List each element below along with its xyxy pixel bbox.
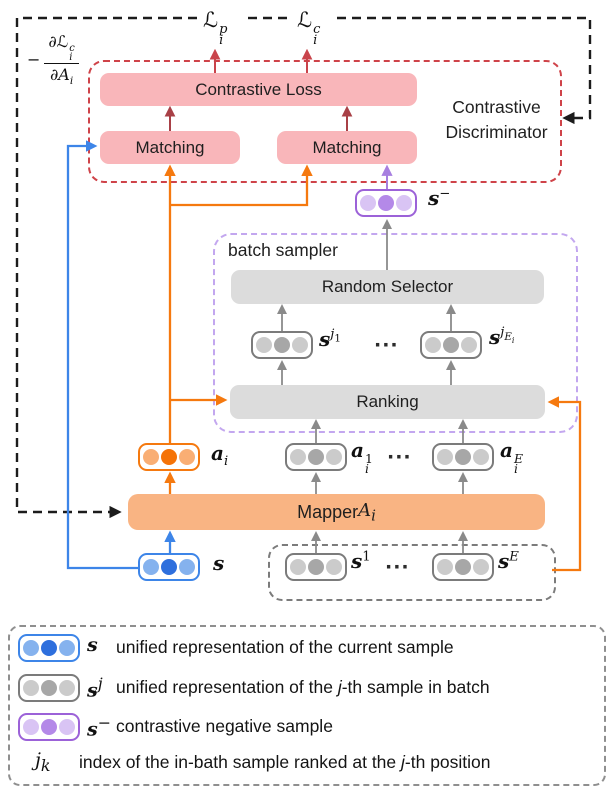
s-j1-label: sj1 bbox=[319, 327, 341, 351]
a-i-label: ai bbox=[211, 441, 229, 469]
dot bbox=[274, 337, 290, 353]
legend-symbol: s− bbox=[87, 713, 111, 741]
dot bbox=[473, 559, 489, 575]
dot bbox=[292, 337, 308, 353]
dot bbox=[41, 640, 57, 656]
token-s-E bbox=[432, 553, 494, 581]
legend-text: contrastive negative sample bbox=[116, 716, 333, 736]
dot bbox=[437, 449, 453, 465]
dot bbox=[59, 640, 75, 656]
token-s-negative bbox=[355, 189, 417, 217]
ranking-box: Ranking bbox=[230, 385, 545, 419]
dot bbox=[59, 719, 75, 735]
legend-box: s unified representation of the current … bbox=[8, 625, 606, 786]
legend-symbol: s bbox=[87, 634, 98, 656]
dot bbox=[443, 337, 459, 353]
token-s-j1 bbox=[251, 331, 313, 359]
dot bbox=[59, 680, 75, 696]
dot bbox=[455, 449, 471, 465]
dot bbox=[161, 449, 177, 465]
legend-token-purple bbox=[18, 713, 80, 741]
dot bbox=[23, 640, 39, 656]
random-selector-box: Random Selector bbox=[231, 270, 544, 304]
token-a-i bbox=[138, 443, 200, 471]
dot bbox=[143, 449, 159, 465]
dot bbox=[23, 719, 39, 735]
legend-text: unified representation of the current sa… bbox=[116, 637, 454, 657]
s-label: s bbox=[213, 551, 225, 575]
discriminator-label-line1: Contrastive bbox=[452, 97, 541, 117]
dot bbox=[161, 559, 177, 575]
dot bbox=[455, 559, 471, 575]
legend-symbol: jk bbox=[35, 749, 51, 775]
dot bbox=[326, 449, 342, 465]
legend-row-s: s unified representation of the current … bbox=[10, 633, 604, 665]
dot bbox=[41, 680, 57, 696]
dot bbox=[290, 559, 306, 575]
legend-token-blue bbox=[18, 634, 80, 662]
batch-sampler-box bbox=[213, 233, 578, 433]
batch-sampler-title: batch sampler bbox=[228, 240, 338, 260]
legend-text: unified representation of the j-th sampl… bbox=[116, 677, 490, 697]
token-s bbox=[138, 553, 200, 581]
matching-box-right: Matching bbox=[277, 131, 417, 164]
token-s-jEi bbox=[420, 331, 482, 359]
mapper-box: Mapper Ai bbox=[128, 494, 545, 530]
token-s-1 bbox=[285, 553, 347, 581]
dot bbox=[179, 449, 195, 465]
dot bbox=[425, 337, 441, 353]
legend-text: index of the in-bath sample ranked at th… bbox=[79, 752, 491, 772]
ellipsis: ··· bbox=[387, 446, 412, 468]
dot bbox=[290, 449, 306, 465]
batch-inputs-box bbox=[268, 544, 556, 601]
s-E-label: sE bbox=[498, 549, 519, 573]
legend-row-s-negative: s− contrastive negative sample bbox=[10, 712, 604, 744]
legend-row-jk: jk index of the in-bath sample ranked at… bbox=[10, 748, 604, 780]
s-negative-label: s− bbox=[428, 186, 451, 210]
legend-row-sj: sj unified representation of the j-th sa… bbox=[10, 673, 604, 705]
s-1-label: s1 bbox=[351, 549, 371, 573]
dot bbox=[378, 195, 394, 211]
dot bbox=[326, 559, 342, 575]
dot bbox=[473, 449, 489, 465]
matching-box-left: Matching bbox=[100, 131, 240, 164]
dot bbox=[23, 680, 39, 696]
contrastive-loss-box: Contrastive Loss bbox=[100, 73, 417, 106]
s-jEi-label: sjEi bbox=[489, 325, 515, 349]
contrastive-discriminator-label: Contrastive Discriminator bbox=[424, 95, 569, 145]
dot bbox=[461, 337, 477, 353]
ellipsis: ··· bbox=[374, 334, 399, 356]
discriminator-label-line2: Discriminator bbox=[445, 122, 548, 142]
dot bbox=[396, 195, 412, 211]
dot bbox=[143, 559, 159, 575]
legend-symbol: sj bbox=[87, 674, 103, 702]
dot bbox=[41, 719, 57, 735]
dot bbox=[437, 559, 453, 575]
ellipsis: ··· bbox=[385, 556, 410, 578]
token-a-i-1 bbox=[285, 443, 347, 471]
dot bbox=[308, 559, 324, 575]
dot bbox=[256, 337, 272, 353]
dot bbox=[308, 449, 324, 465]
dot bbox=[360, 195, 376, 211]
token-a-i-E bbox=[432, 443, 494, 471]
dot bbox=[179, 559, 195, 575]
legend-token-gray bbox=[18, 674, 80, 702]
